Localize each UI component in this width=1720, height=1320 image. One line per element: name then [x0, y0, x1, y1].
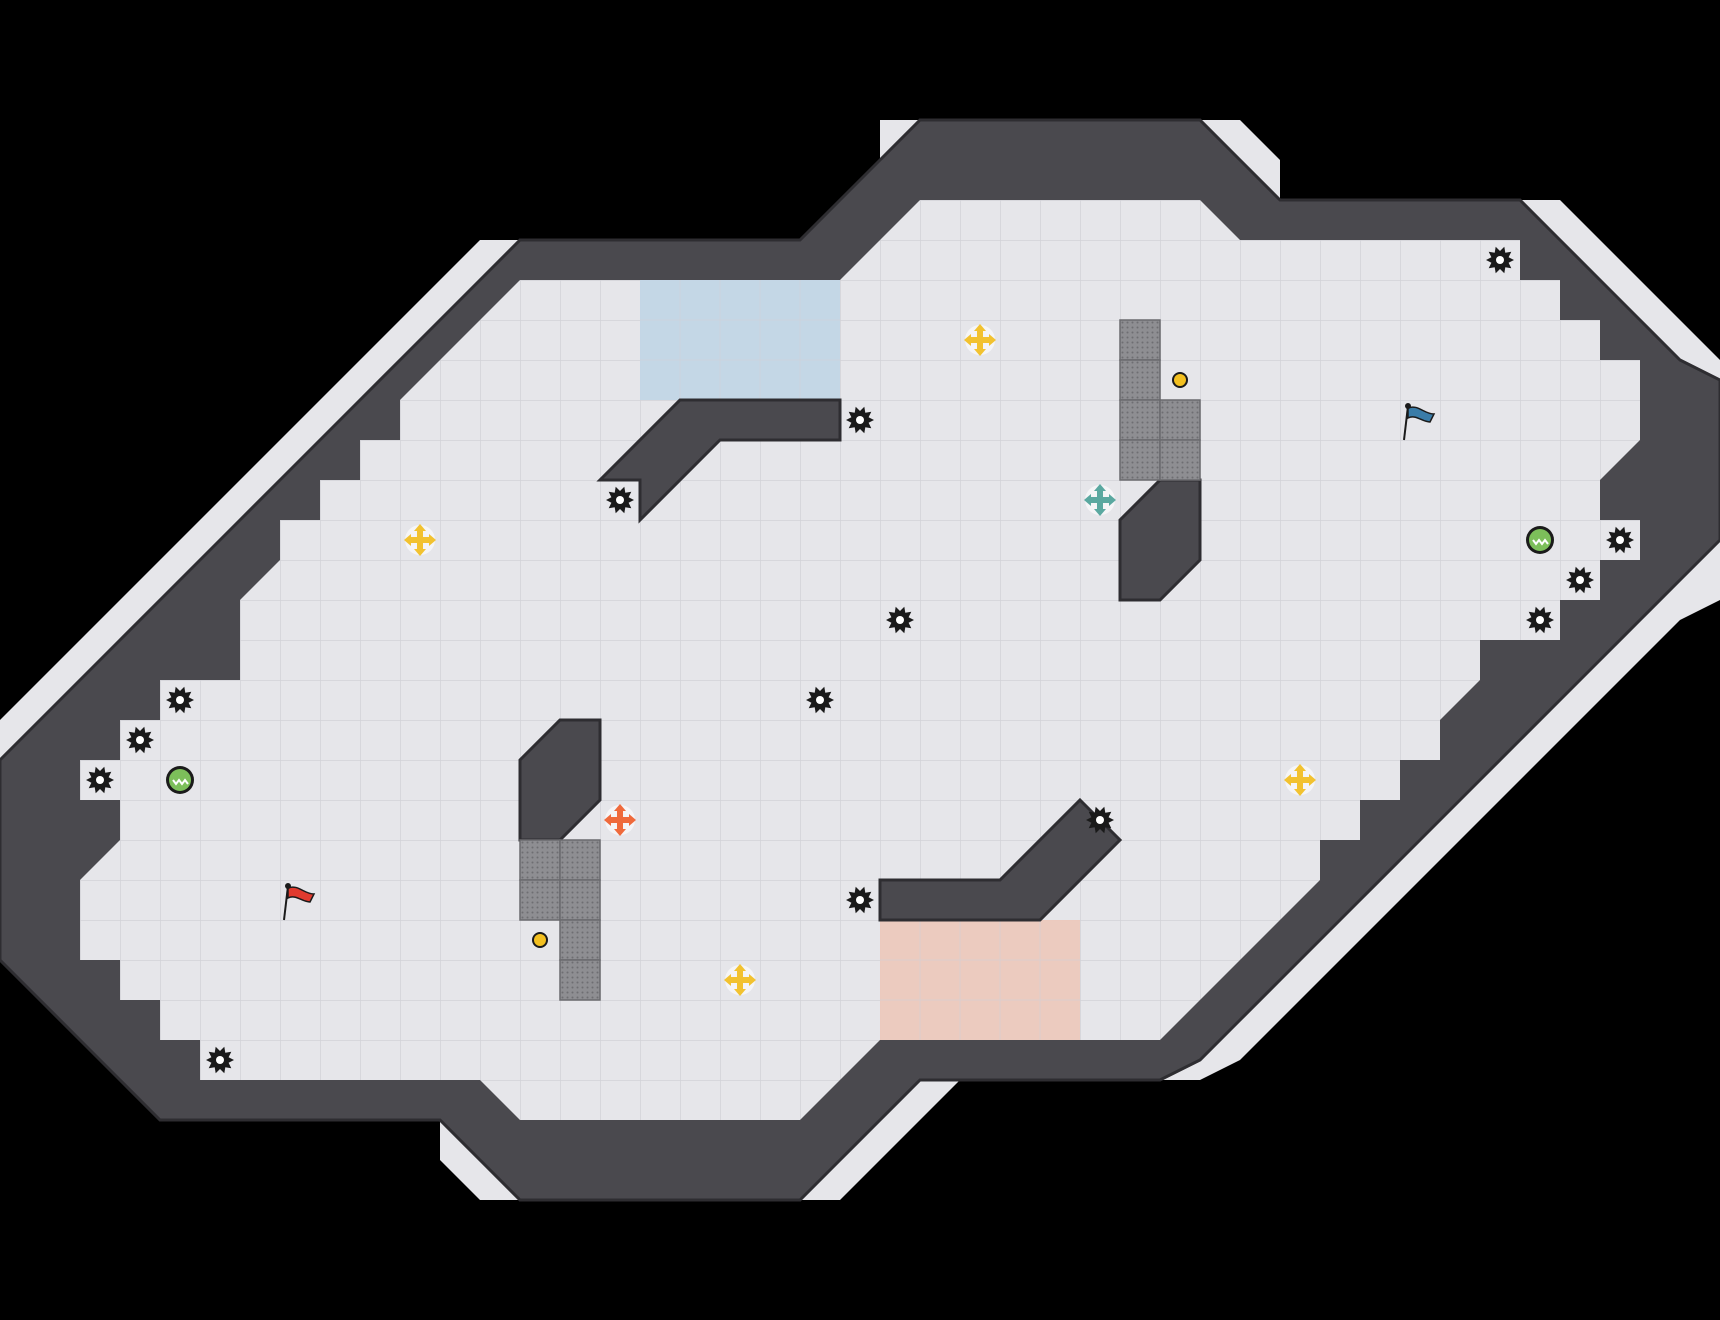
boost-icon — [724, 964, 756, 996]
spike-icon — [86, 766, 114, 794]
boost-icon — [1284, 764, 1316, 796]
flags-layer — [283, 403, 1436, 921]
floor — [80, 200, 1640, 1120]
blue-flag-icon — [1403, 403, 1436, 441]
powerups-layer — [166, 526, 1554, 794]
boost-icon — [404, 524, 436, 556]
boosts-layer — [404, 324, 1316, 996]
red-flag-icon — [283, 883, 316, 921]
button-icon — [532, 932, 548, 948]
spike-icon — [806, 686, 834, 714]
spike-icon — [126, 726, 154, 754]
spike-icon — [1486, 246, 1514, 274]
powerup-icon — [166, 766, 194, 794]
spike-icon — [1606, 526, 1634, 554]
powerup-icon — [1526, 526, 1554, 554]
spike-icon — [886, 606, 914, 634]
spike-icon — [606, 486, 634, 514]
spike-icon — [166, 686, 194, 714]
spike-icon — [1086, 806, 1114, 834]
button-icon — [1172, 372, 1188, 388]
spike-icon — [846, 886, 874, 914]
buttons-layer — [532, 372, 1188, 948]
spike-icon — [1566, 566, 1594, 594]
endzone-grid — [640, 280, 1080, 1040]
boost-icon — [964, 324, 996, 356]
red-endzone — [880, 920, 1080, 1040]
bomb-tiles — [519, 319, 1201, 1001]
spikes-layer — [86, 246, 1634, 1074]
spike-icon — [206, 1046, 234, 1074]
blue-endzone — [640, 280, 840, 400]
interior-walls — [518, 398, 1202, 922]
spike-icon — [1526, 606, 1554, 634]
spike-icon — [846, 406, 874, 434]
boost-icon — [604, 804, 636, 836]
boost-icon — [1084, 484, 1116, 516]
